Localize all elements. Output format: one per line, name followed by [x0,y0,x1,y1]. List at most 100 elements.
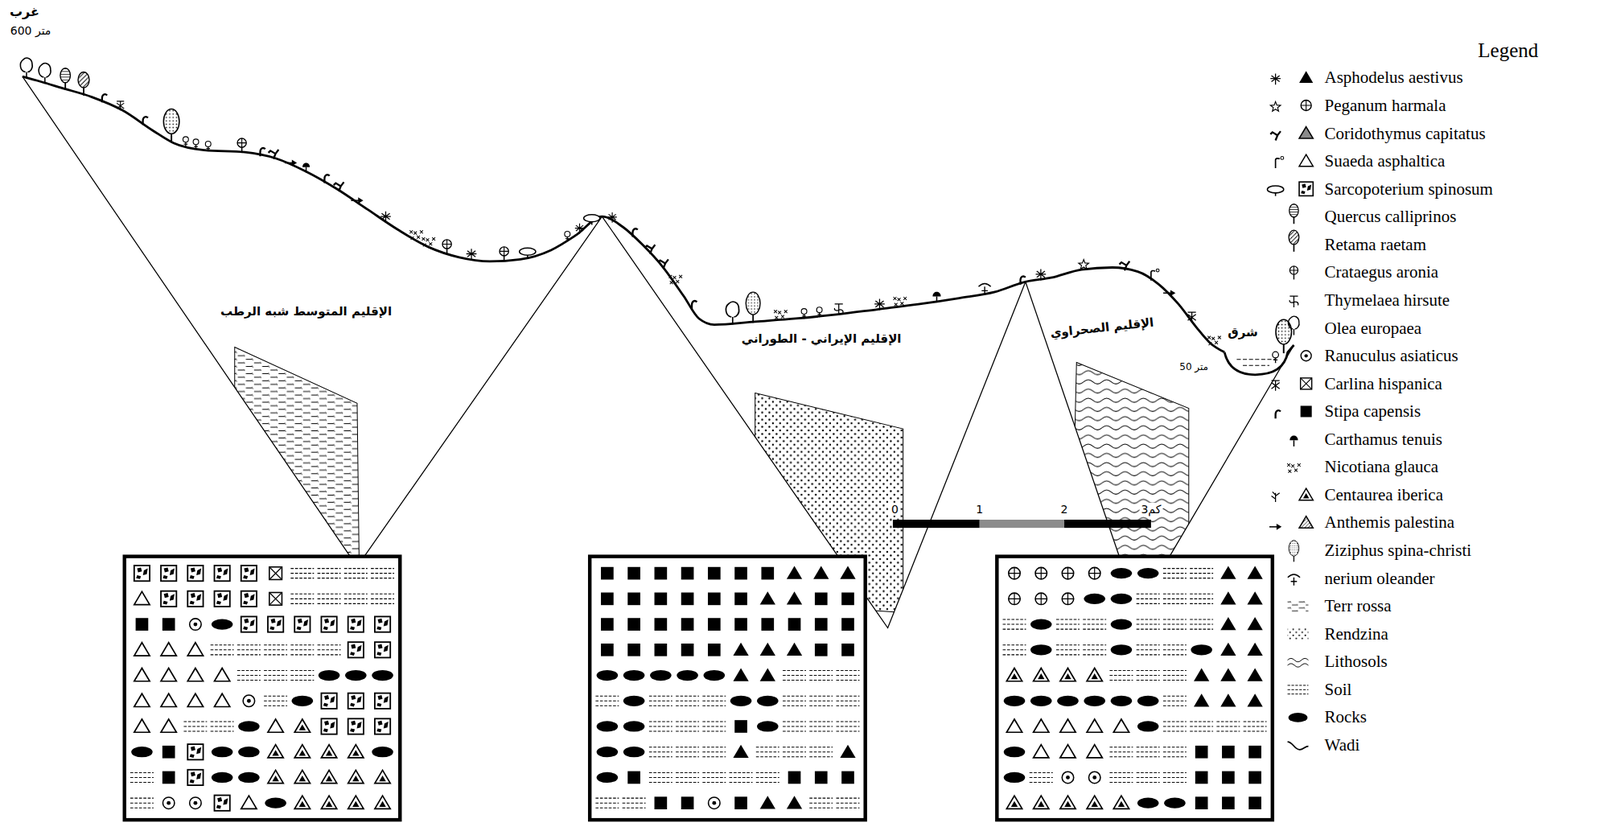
plant-icon [607,212,617,223]
stipa-mark [135,617,149,631]
grid-symbol [374,718,391,734]
stipa-mark [681,796,695,810]
centaurea-mark [294,744,310,758]
ranunculus-symbol [817,312,822,318]
ranunculus-mark [166,801,171,806]
anthemis-symbol [1163,292,1172,294]
nicotiana-symbol [1207,336,1211,340]
grid-symbol [649,747,673,757]
grid-symbol [681,643,695,657]
grid-symbol [627,592,641,606]
ranunculus-mark [708,797,720,809]
stipa-mark [681,643,695,657]
nerium-symbol [1287,574,1300,586]
soil-mark [1163,721,1187,732]
nicotiana-symbol [1287,469,1292,474]
grid-symbol [183,721,207,732]
sarcopoterium-mark [348,693,364,709]
grid-symbol [1086,795,1103,809]
suaeda-mark [1113,719,1129,733]
grid-symbol [786,566,803,580]
grid-symbol [294,769,310,783]
grid-symbol [290,645,314,655]
asphodelus-symbol [607,212,617,223]
sarcopoterium-mark [241,565,257,581]
rock-mark [1003,746,1026,757]
stipa-mark [162,771,176,785]
soil-mark [1163,593,1187,604]
grid-symbol [1216,721,1240,732]
crataegus-symbol [499,246,509,256]
plant-icon [409,230,423,239]
grid-symbol [814,771,828,785]
nicotiana-symbol [413,231,417,235]
grid-symbol [649,670,672,681]
grid-symbol [1246,616,1263,630]
grid-symbol [130,772,154,782]
soil-mark [782,695,807,706]
ranunculus-mark [193,801,198,806]
grid-symbol [836,670,860,681]
grid-symbol [1003,746,1026,757]
legend-entry: Retama raetam [1324,234,1428,255]
grid-symbol [344,593,368,604]
grid-symbol [160,667,177,681]
centaurea-mark [348,769,364,783]
grid-symbol [238,720,260,732]
grid-symbol [135,617,149,631]
rock-mark [1137,797,1160,809]
carlina-symbol [116,101,124,111]
grid-symbol [708,797,720,809]
rock-mark [1030,618,1053,630]
anthemis-leaf [1276,523,1282,531]
ranunculus-mark [193,622,198,627]
carthamus-symbol [936,296,938,303]
sarcopoterium-mark [214,591,231,607]
soil-mark [237,645,261,655]
stipa-mark [707,617,721,631]
grid-symbol [600,592,614,606]
grid-symbol [374,616,391,632]
soil-mark [1163,568,1187,579]
rock-mark [318,670,341,681]
grid-symbol [734,567,748,580]
nicotiana-symbol [1294,468,1298,473]
rock-mark [1083,695,1106,707]
sarcopoterium-mark [189,771,202,783]
asphodelus-mark [760,642,776,656]
rock-mark [292,695,314,707]
ranunculus-mark [246,699,251,704]
carlina-mark [1300,378,1313,390]
sarcopoterium-mark [214,795,231,811]
ranunculus-mark [1061,771,1074,783]
rock-mark [1110,644,1133,655]
plant-icon [163,109,180,144]
soil-mark [1189,568,1214,579]
sarcopoterium-mark [376,720,388,733]
grid-symbol [760,617,774,631]
grid-symbol [267,719,284,733]
anthemis-leaf [292,160,297,167]
peganum-mark [1061,592,1074,605]
grid-symbol [187,744,203,760]
ziziphus-symbol [170,133,173,143]
wadi-water [1236,359,1276,367]
grid-symbol [756,747,780,757]
plant-icon [350,197,363,204]
grid-symbol [160,565,177,581]
sarcopoterium-mark [189,567,202,579]
grid-symbol [836,797,860,808]
soil-mark [729,772,753,782]
rock-mark [1137,720,1160,732]
sarcopoterium-mark [216,567,228,579]
grid-symbol [1033,719,1049,733]
sarcopoterium-mark [376,644,388,656]
rock-mark [703,670,726,681]
centaurea-mark [325,749,333,756]
stipa-mark [788,617,802,631]
peganum-mark [1300,100,1312,112]
stipa-symbol [632,228,638,237]
grid-symbol [654,643,668,657]
grid-symbol [267,744,284,758]
centaurea-mark [352,775,359,782]
